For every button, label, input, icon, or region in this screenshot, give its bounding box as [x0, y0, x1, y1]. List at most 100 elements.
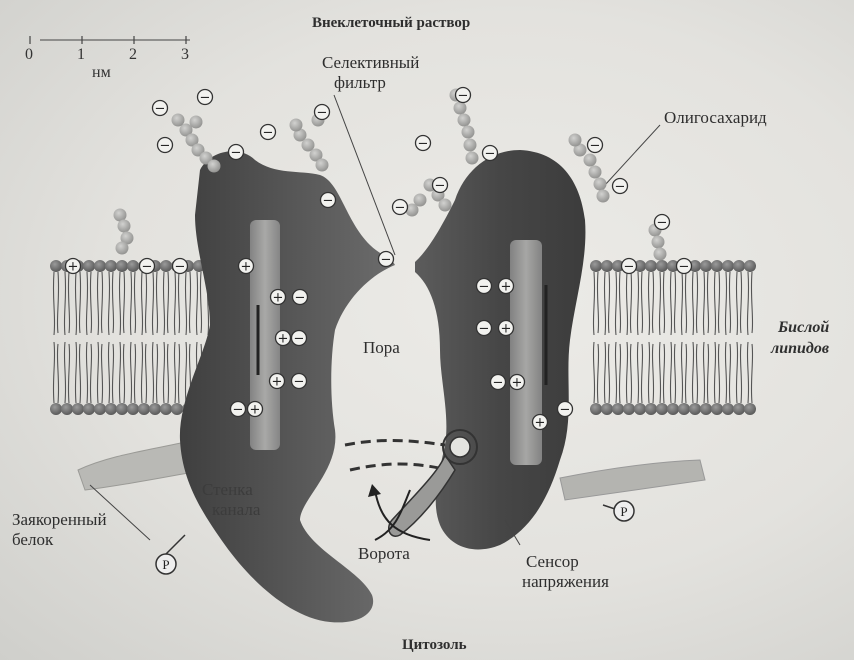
svg-text:−: −	[317, 106, 328, 121]
lipid-tail	[659, 342, 660, 403]
sugar-bead	[584, 154, 597, 167]
scale-tick-1: 1	[77, 46, 85, 64]
negative-charge: −	[321, 193, 336, 209]
voltage-sensor-core	[450, 437, 470, 457]
lipid-tail	[53, 272, 54, 335]
sugar-bead	[439, 199, 452, 212]
scale-tick-2: 2	[129, 46, 137, 64]
lipid-tail	[79, 272, 80, 333]
lipid-tail	[174, 272, 175, 335]
lipid-tail	[652, 344, 653, 403]
negative-charge: −	[477, 279, 492, 295]
negative-charge: −	[622, 259, 637, 275]
lipid-tail	[53, 342, 54, 403]
lipid-head	[678, 403, 690, 415]
svg-text:−: −	[479, 280, 490, 295]
scale-unit: нм	[92, 64, 111, 82]
lipid-tail	[167, 272, 168, 333]
lipid-head	[105, 403, 117, 415]
lipid-tail	[68, 272, 69, 333]
sugar-bead	[654, 248, 667, 261]
lipid-tail	[736, 272, 737, 335]
lipid-tail	[659, 272, 660, 335]
svg-text:+: +	[535, 416, 546, 431]
negative-charge: −	[229, 145, 244, 161]
lipid-tail	[608, 344, 609, 403]
svg-text:−: −	[679, 260, 690, 275]
lipid-head	[160, 403, 172, 415]
negative-charge: −	[198, 90, 213, 106]
lipid-tail	[707, 344, 708, 403]
selective-filter-label-1: Селективный	[322, 53, 419, 72]
lipid-tail	[163, 272, 164, 335]
lipid-tail	[68, 344, 69, 403]
svg-text:−: −	[615, 180, 626, 195]
lipid-head	[50, 403, 62, 415]
negative-charge: −	[477, 321, 492, 337]
lipid-tail	[112, 344, 113, 403]
lipid-tail	[156, 344, 157, 403]
lipid-tail	[134, 344, 135, 403]
lipid-tail	[57, 344, 58, 403]
lipid-tail	[86, 342, 87, 403]
negative-charge: −	[379, 252, 394, 268]
lipid-tail	[604, 272, 605, 335]
svg-text:−: −	[231, 146, 242, 161]
svg-text:−: −	[155, 102, 166, 117]
lipid-tail	[119, 272, 120, 335]
lipid-tail	[630, 272, 631, 333]
sugar-bead	[172, 114, 185, 127]
lipid-tail	[725, 272, 726, 335]
lipid-tail	[641, 344, 642, 403]
sugar-bead	[466, 152, 479, 165]
lipid-tail	[90, 272, 91, 333]
positive-charge: +	[499, 279, 514, 295]
lipid-head	[127, 260, 139, 272]
positive-charge: +	[248, 402, 263, 418]
lipid-head	[160, 260, 172, 272]
positive-charge: +	[499, 321, 514, 337]
sugar-bead	[118, 220, 131, 233]
bilayer-label-2: липидов	[771, 339, 829, 358]
svg-text:−: −	[200, 91, 211, 106]
lipid-tail	[123, 272, 124, 333]
lipid-tail	[707, 272, 708, 333]
svg-text:+: +	[278, 332, 289, 347]
svg-text:−: −	[323, 194, 334, 209]
lipid-tail	[196, 272, 197, 335]
lipid-tail	[97, 272, 98, 335]
lipid-head	[612, 403, 624, 415]
svg-text:−: −	[175, 260, 186, 275]
svg-text:−: −	[657, 216, 668, 231]
lipid-tail	[692, 342, 693, 403]
lipid-tail	[747, 342, 748, 403]
lipid-tail	[97, 342, 98, 403]
lipid-head	[711, 403, 723, 415]
scale-tick-0: 0	[25, 46, 33, 64]
lipid-head	[744, 403, 756, 415]
lipid-tail	[90, 344, 91, 403]
extracellular-label: Внеклеточный раствор	[312, 14, 470, 33]
svg-text:+: +	[501, 322, 512, 337]
lipid-tail	[663, 272, 664, 333]
negative-charge: −	[293, 290, 308, 306]
lipid-tail	[604, 342, 605, 403]
sugar-bead	[464, 139, 477, 152]
svg-text:+: +	[250, 403, 261, 418]
lipid-head	[116, 260, 128, 272]
positive-charge: +	[271, 290, 286, 306]
lipid-head	[645, 260, 657, 272]
positive-charge: +	[239, 259, 254, 275]
lipid-tail	[134, 272, 135, 333]
svg-text:+: +	[68, 260, 79, 275]
lipid-head	[711, 260, 723, 272]
svg-text:−: −	[294, 375, 305, 390]
svg-text:+: +	[241, 260, 252, 275]
lipid-head	[590, 260, 602, 272]
lipid-tail	[725, 342, 726, 403]
lipid-tail	[174, 342, 175, 403]
lipid-head	[72, 403, 84, 415]
channel-wall-label-1: Стенка	[202, 480, 253, 499]
